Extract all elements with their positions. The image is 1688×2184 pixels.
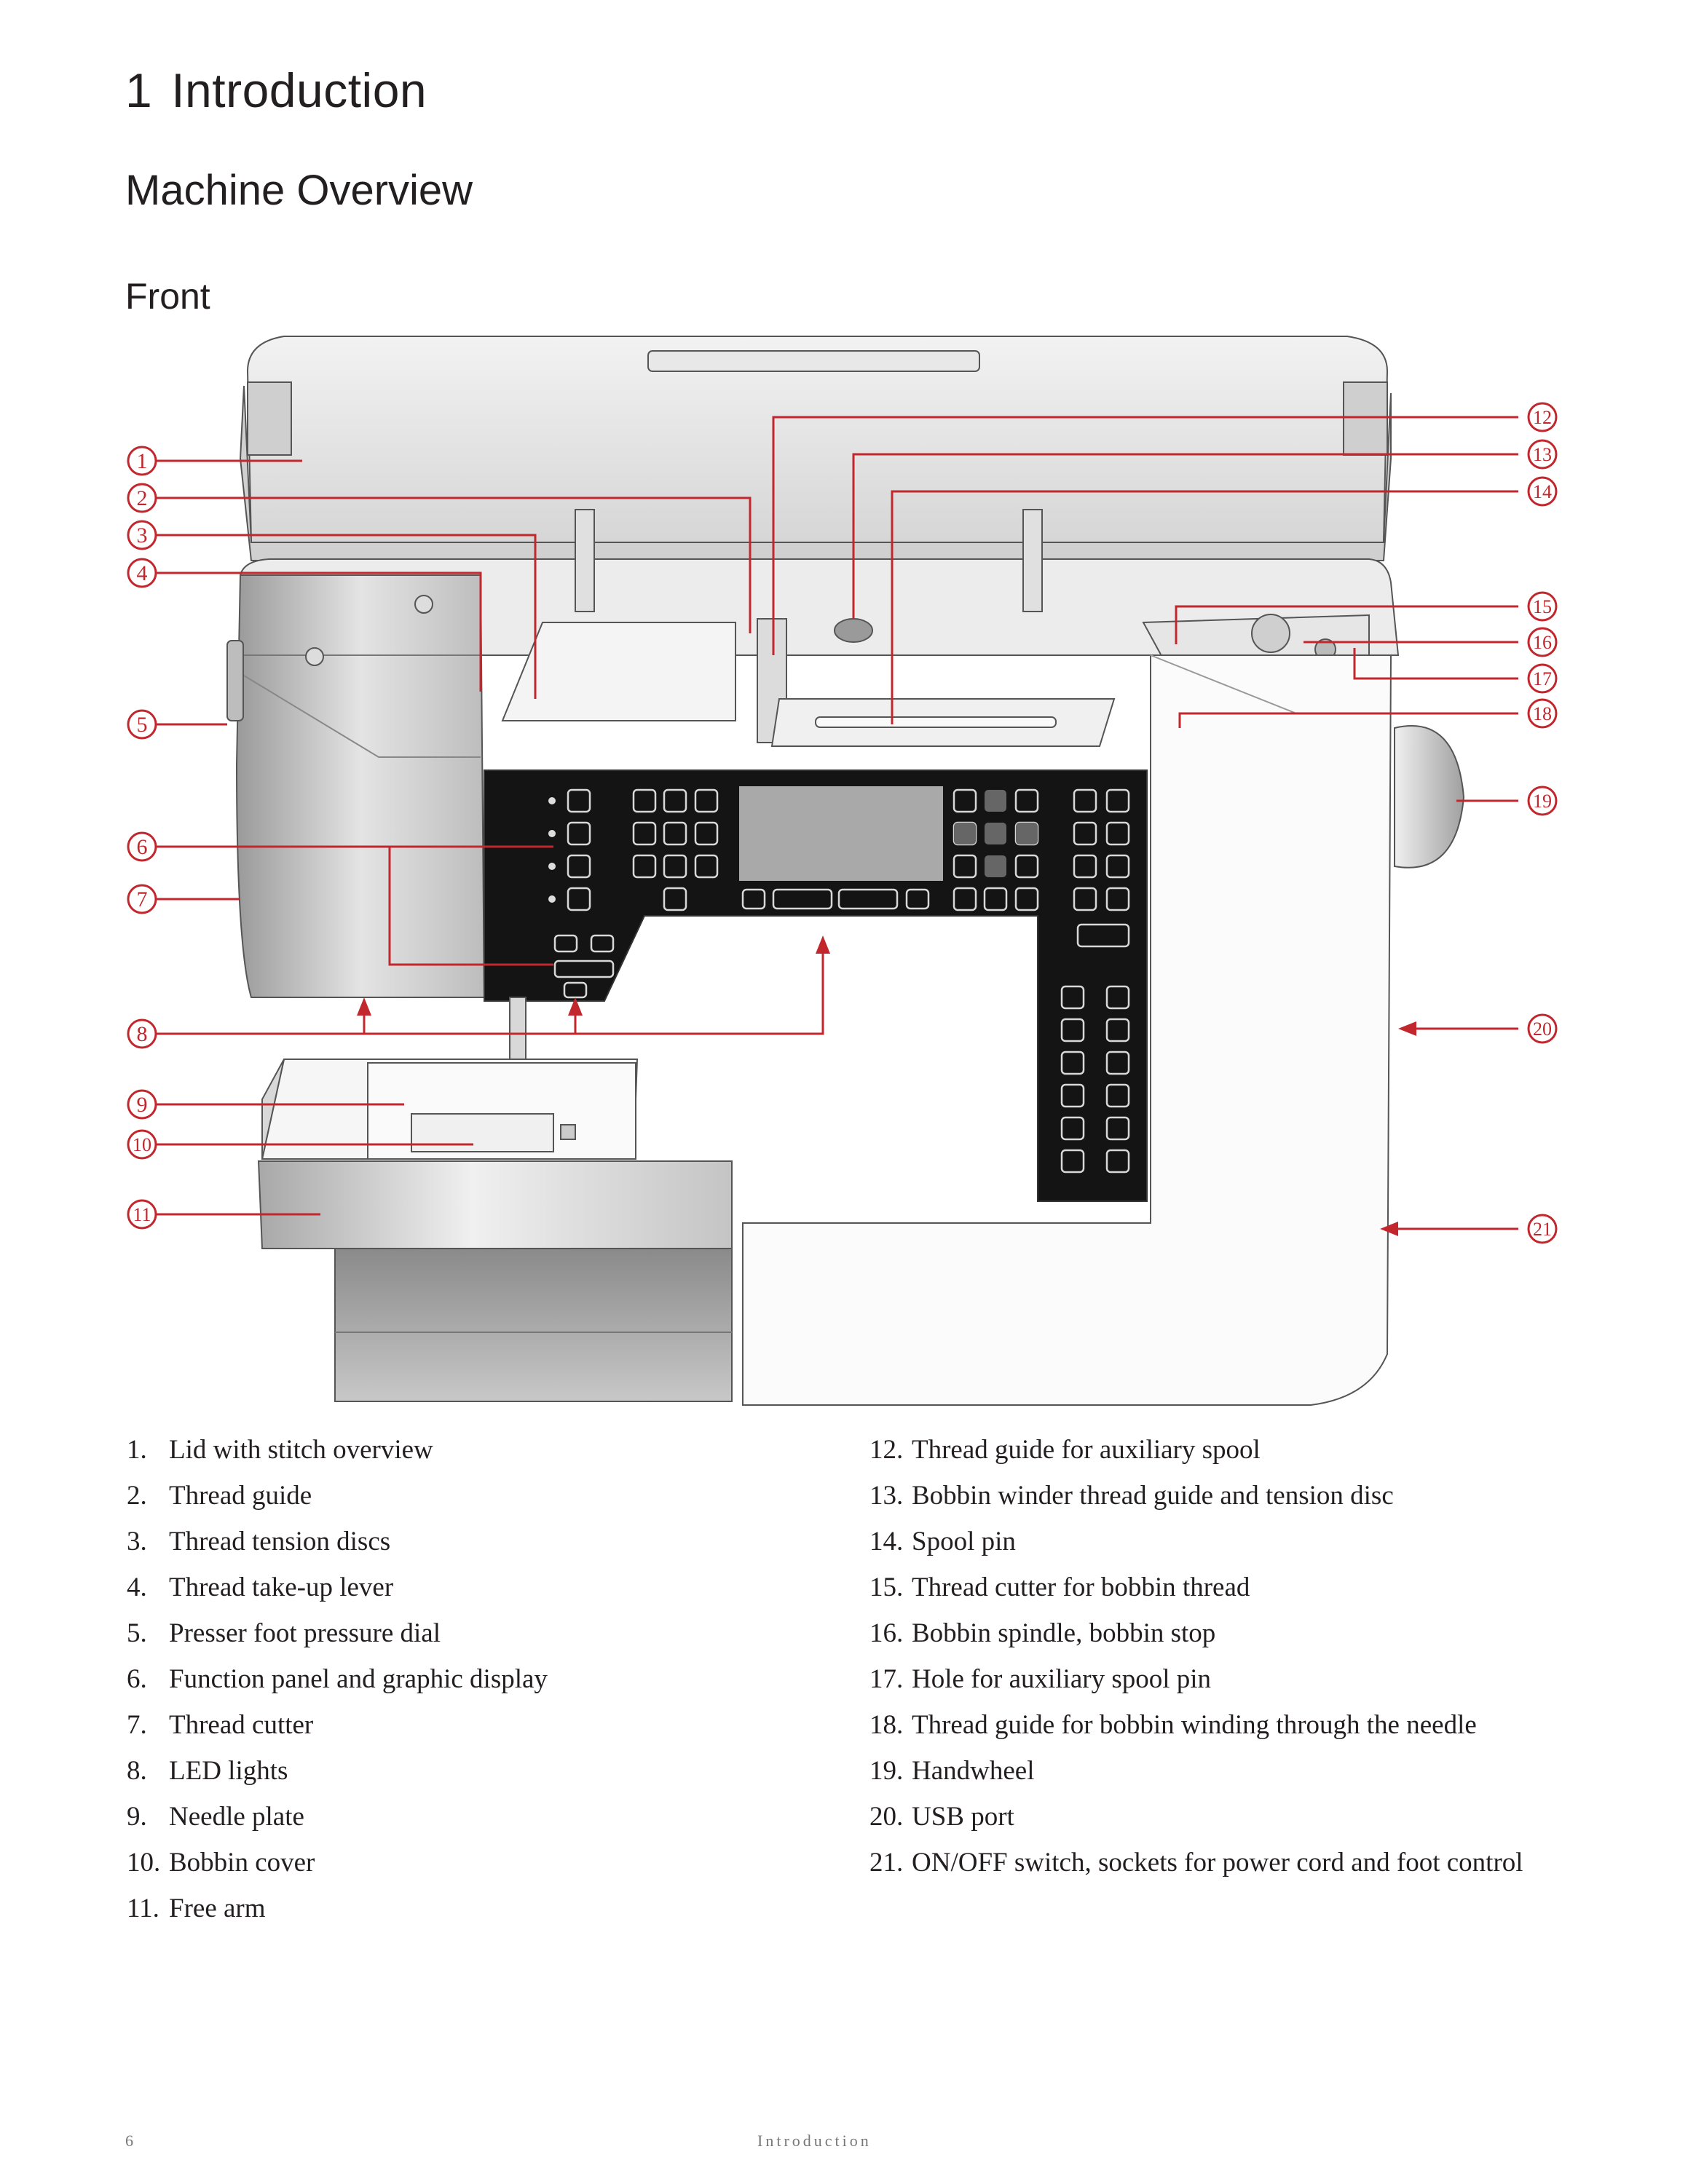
chapter-number: 1 [125,63,153,117]
list-item: 1.Lid with stitch overview [127,1435,433,1465]
list-item: 9.Needle plate [127,1802,304,1832]
callout-8: 8 [127,1018,157,1049]
function-panel [484,769,1148,1202]
subsection-title: Front [125,276,210,317]
list-item: 4.Thread take-up lever [127,1572,394,1602]
callout-17: 17 [1527,663,1558,694]
svg-text:2: 2 [137,486,148,510]
callout-14: 14 [1527,476,1558,507]
svg-text:11: 11 [133,1204,151,1225]
callout-1: 1 [127,446,157,476]
callout-19: 19 [1527,786,1558,816]
svg-text:20: 20 [1533,1018,1552,1040]
list-item: 3.Thread tension discs [127,1527,391,1556]
list-item: 12.Thread guide for auxiliary spool [869,1435,1261,1465]
svg-text:12: 12 [1533,407,1552,428]
svg-text:6: 6 [137,835,148,859]
list-item: 8.LED lights [127,1756,288,1786]
list-item: 7.Thread cutter [127,1710,314,1740]
callout-6: 6 [127,831,157,862]
svg-text:21: 21 [1533,1219,1552,1240]
list-item: 15.Thread cutter for bobbin thread [869,1572,1250,1602]
callout-10: 10 [127,1129,157,1160]
svg-text:15: 15 [1533,596,1552,617]
lid [239,336,1392,561]
svg-text:13: 13 [1533,444,1552,465]
svg-text:8: 8 [137,1022,148,1046]
callout-3: 3 [127,520,157,550]
list-item: 10.Bobbin cover [127,1848,315,1878]
svg-text:10: 10 [133,1134,151,1155]
machine-front-illustration: 1 2 3 4 5 6 7 8 9 10 11 12 13 14 15 16 1… [127,336,1558,1406]
callout-16: 16 [1527,627,1558,657]
parts-list-right: 12.Thread guide for auxiliary spool 13.B… [869,1427,1525,1886]
chapter-title: 1 Introduction [125,63,427,118]
graphic-display [739,786,943,881]
machine-head [226,574,486,998]
list-item: 21.ON/OFF switch, sockets for power cord… [869,1848,1523,1878]
callout-11: 11 [127,1199,157,1230]
callout-12: 12 [1527,402,1558,432]
list-item: 11.Free arm [127,1894,266,1923]
list-item: 17.Hole for auxiliary spool pin [869,1664,1212,1694]
svg-text:18: 18 [1533,703,1552,724]
svg-text:14: 14 [1533,481,1552,502]
svg-text:1: 1 [137,449,148,473]
list-item: 20.USB port [869,1802,1014,1832]
svg-text:16: 16 [1533,632,1552,653]
svg-text:19: 19 [1533,791,1552,812]
svg-text:3: 3 [137,523,148,547]
footer-chapter: Introduction [757,2132,872,2150]
callout-lines [153,416,1518,1230]
list-item: 14.Spool pin [869,1527,1016,1556]
callout-15: 15 [1527,591,1558,622]
list-item: 2.Thread guide [127,1481,312,1511]
free-arm [257,1059,733,1402]
callout-2: 2 [127,483,157,513]
svg-text:7: 7 [137,887,148,911]
callout-7: 7 [127,884,157,914]
chapter-name: Introduction [171,63,427,117]
list-item: 18.Thread guide for bobbin winding throu… [869,1710,1477,1740]
handwheel [1394,725,1465,869]
list-item: 16.Bobbin spindle, bobbin stop [869,1618,1216,1648]
callout-4: 4 [127,558,157,588]
machine-top [240,509,1400,747]
page-number: 6 [125,2132,136,2150]
callout-9: 9 [127,1089,157,1120]
list-item: 19.Handwheel [869,1756,1035,1786]
svg-text:4: 4 [137,561,148,585]
callout-18: 18 [1527,698,1558,729]
svg-text:5: 5 [137,713,148,737]
callout-13: 13 [1527,439,1558,470]
list-item: 6.Function panel and graphic display [127,1664,548,1694]
svg-text:9: 9 [137,1093,148,1117]
list-item: 13.Bobbin winder thread guide and tensio… [869,1481,1394,1511]
svg-text:17: 17 [1533,668,1552,689]
parts-list-left: 1.Lid with stitch overview 2.Thread guid… [127,1427,548,1931]
callout-20: 20 [1527,1013,1558,1044]
callout-5: 5 [127,709,157,740]
callout-21: 21 [1527,1214,1558,1244]
callout-numbers: 1 2 3 4 5 6 7 8 9 10 11 12 13 14 15 16 1… [127,402,1558,1244]
callout-arrows [357,935,1416,1236]
list-item: 5.Presser foot pressure dial [127,1618,441,1648]
section-title: Machine Overview [125,167,473,214]
